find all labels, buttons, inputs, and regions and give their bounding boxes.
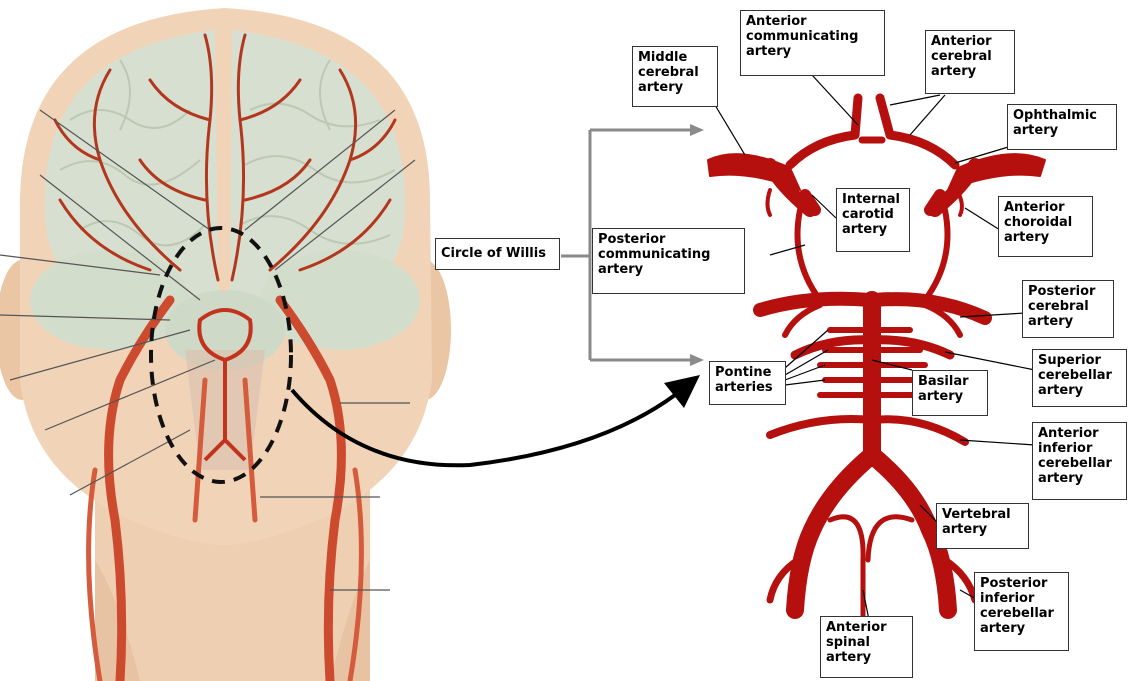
head-illustration <box>0 8 451 681</box>
label-circle-of-willis: Circle of Willis <box>435 238 560 270</box>
